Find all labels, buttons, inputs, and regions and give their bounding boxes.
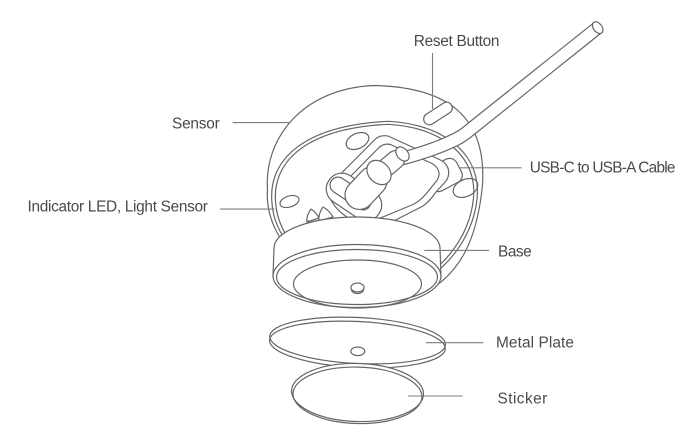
svg-text:Indicator LED, Light Sensor: Indicator LED, Light Sensor <box>28 198 208 215</box>
svg-text:Base: Base <box>498 243 531 260</box>
svg-text:Metal Plate: Metal Plate <box>496 334 574 351</box>
svg-text:Sensor: Sensor <box>172 115 220 132</box>
svg-text:Sticker: Sticker <box>498 390 548 407</box>
svg-text:USB-C to USB-A Cable: USB-C to USB-A Cable <box>530 160 675 177</box>
svg-text:Reset Button: Reset Button <box>414 33 499 50</box>
